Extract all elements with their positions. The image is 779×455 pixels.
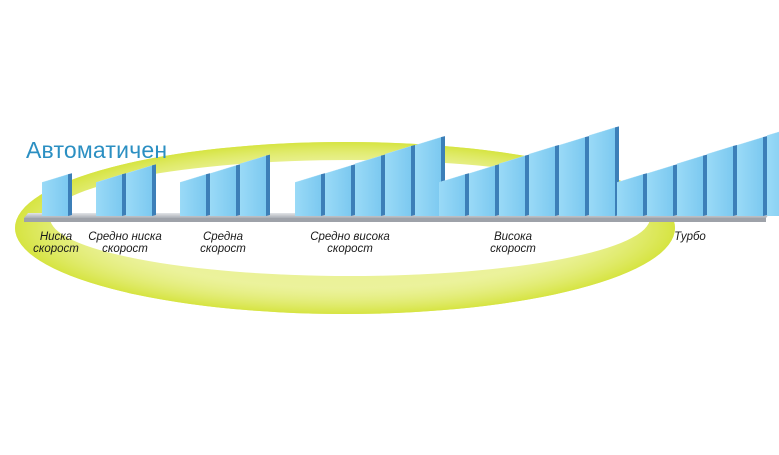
bar-turbo-4 xyxy=(707,145,733,216)
bar-side-turbo-5 xyxy=(763,136,767,216)
bar-high-4 xyxy=(529,145,555,216)
bar-medium-high-5 xyxy=(415,137,441,216)
bar-high-6 xyxy=(589,127,615,216)
bar-side-high-4 xyxy=(555,144,559,216)
bar-group-high xyxy=(439,126,619,216)
bar-side-low-1 xyxy=(68,173,72,216)
label-medium-high: Средно висока скорост xyxy=(304,231,396,255)
bar-side-turbo-3 xyxy=(703,154,707,216)
bar-side-medium-high-1 xyxy=(321,173,325,216)
base-front xyxy=(24,218,766,222)
bar-top-turbo-3 xyxy=(677,154,707,164)
bar-turbo-2 xyxy=(647,165,673,216)
bar-top-turbo-4 xyxy=(707,144,737,154)
bar-top-turbo-2 xyxy=(647,164,677,174)
bar-medium-high-4 xyxy=(385,145,411,216)
bar-side-high-1 xyxy=(465,173,469,216)
bar-top-medium-high-2 xyxy=(325,164,355,174)
page-title: Автоматичен xyxy=(26,137,168,163)
bar-top-medium-high-1 xyxy=(295,173,325,183)
label-medium-high-line1: Средно висока xyxy=(310,231,390,243)
bar-side-high-2 xyxy=(495,164,499,216)
bar-top-turbo-5 xyxy=(737,136,767,146)
label-high: Висока скорост xyxy=(480,231,546,255)
bar-side-medium-low-2 xyxy=(152,164,156,216)
bar-high-2 xyxy=(469,165,495,216)
bar-group-low xyxy=(42,173,72,216)
bar-top-medium-low-1 xyxy=(96,173,126,183)
bar-group-medium-low xyxy=(96,164,156,216)
bar-high-5 xyxy=(559,137,585,216)
bar-medium-high-2 xyxy=(325,165,351,216)
bar-turbo-3 xyxy=(677,155,703,216)
label-medium: Средна скорост xyxy=(192,231,254,255)
bar-top-medium-high-3 xyxy=(355,154,385,164)
bar-medium-low-2 xyxy=(126,165,152,216)
label-medium-line1: Средна xyxy=(202,231,244,243)
label-medium-low-line1: Средно ниска xyxy=(88,231,162,243)
bar-side-medium-low-1 xyxy=(122,173,126,216)
bar-turbo-6 xyxy=(767,131,779,216)
bar-top-medium-high-4 xyxy=(385,144,415,154)
label-turbo: Турбо xyxy=(664,231,716,243)
bar-group-medium-high xyxy=(295,136,445,216)
label-high-line2: скорост xyxy=(490,243,536,255)
bar-group-medium xyxy=(180,154,270,216)
bar-top-turbo-1 xyxy=(617,173,647,183)
bar-group-turbo xyxy=(617,131,779,216)
bar-medium-high-1 xyxy=(295,174,321,216)
bar-top-high-2 xyxy=(469,164,499,174)
bar-turbo-1 xyxy=(617,174,643,216)
bar-side-turbo-4 xyxy=(733,144,737,216)
label-high-line1: Висока xyxy=(493,231,533,243)
label-low-line1: Ниска xyxy=(39,231,73,243)
bar-side-medium-high-3 xyxy=(381,154,385,216)
bar-high-3 xyxy=(499,155,525,216)
bar-medium-high-3 xyxy=(355,155,381,216)
bar-side-high-3 xyxy=(525,154,529,216)
label-low-line2: скорост xyxy=(33,243,79,255)
bar-side-medium-3 xyxy=(266,154,270,216)
bar-top-medium-3 xyxy=(240,154,270,164)
bar-low-1 xyxy=(42,174,68,216)
bar-top-high-4 xyxy=(529,144,559,154)
bar-medium-2 xyxy=(210,165,236,216)
bar-side-high-5 xyxy=(585,136,589,216)
label-turbo-line1: Турбо xyxy=(674,231,706,243)
bar-side-medium-high-2 xyxy=(351,164,355,216)
label-low: Ниска скорост xyxy=(30,231,82,255)
bar-top-medium-1 xyxy=(180,173,210,183)
bar-top-medium-low-2 xyxy=(126,164,156,174)
bar-medium-3 xyxy=(240,155,266,216)
bar-side-medium-high-4 xyxy=(411,144,415,216)
label-medium-low-line2: скорост xyxy=(102,243,148,255)
label-medium-low: Средно ниска скорост xyxy=(84,231,166,255)
bar-top-high-3 xyxy=(499,154,529,164)
bar-top-high-1 xyxy=(439,173,469,183)
bar-top-medium-2 xyxy=(210,164,240,174)
bar-side-turbo-1 xyxy=(643,173,647,216)
bar-side-turbo-2 xyxy=(673,164,677,216)
bar-top-turbo-6 xyxy=(767,131,779,136)
bar-high-1 xyxy=(439,174,465,216)
bar-top-high-6 xyxy=(589,126,619,136)
bar-top-low-1 xyxy=(42,173,72,183)
bar-top-medium-high-5 xyxy=(415,136,445,146)
label-medium-high-line2: скорост xyxy=(327,243,373,255)
label-medium-line2: скорост xyxy=(200,243,246,255)
bars-layer xyxy=(42,126,779,216)
bar-medium-1 xyxy=(180,174,206,216)
bar-side-medium-2 xyxy=(236,164,240,216)
bar-side-medium-1 xyxy=(206,173,210,216)
bar-medium-low-1 xyxy=(96,174,122,216)
bar-top-high-5 xyxy=(559,136,589,146)
bar-turbo-5 xyxy=(737,137,763,216)
